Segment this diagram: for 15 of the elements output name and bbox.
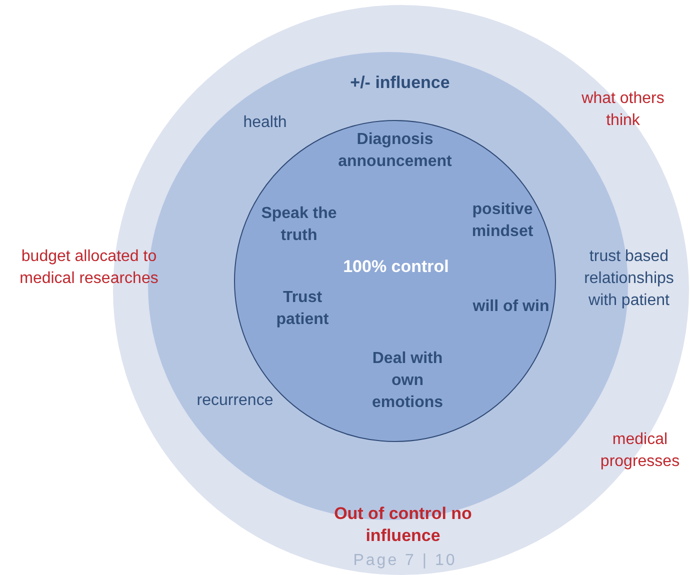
circle-title: Out of control no influence <box>333 503 473 547</box>
outer-label: budget allocated to medical researches <box>18 247 160 289</box>
middle-label: recurrence <box>196 391 274 411</box>
inner-label: will of win <box>472 297 550 317</box>
inner-label: Trust patient <box>275 288 330 330</box>
inner-label: Diagnosis announcement <box>337 130 453 172</box>
inner-label: Speak the truth <box>260 204 338 246</box>
outer-label: medical progresses <box>599 430 681 472</box>
circle-title: +/- influence <box>349 72 451 94</box>
circle-title: 100% control <box>342 256 450 278</box>
middle-label: trust based relationships with patient <box>583 247 675 311</box>
inner-label: positive mindset <box>470 200 534 242</box>
inner-label: Deal with own emotions <box>370 349 444 413</box>
outer-label: what others think <box>580 89 666 131</box>
middle-label: health <box>242 113 288 133</box>
